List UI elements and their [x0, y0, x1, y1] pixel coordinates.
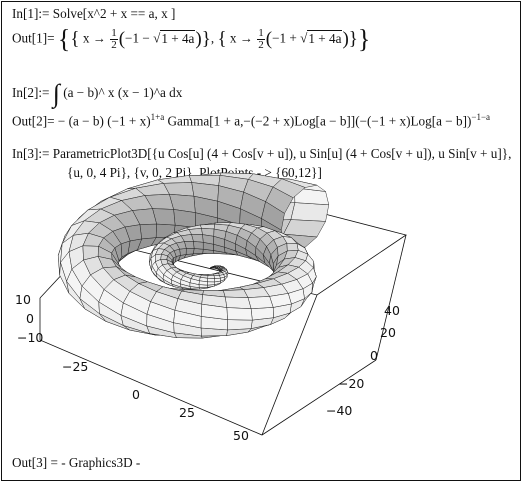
surface-patch	[227, 319, 253, 331]
output-3-text: Out[3] = - Graphics3D -	[12, 455, 141, 470]
z-tick-label: −10	[17, 330, 43, 345]
output-cell-3: Out[3] = - Graphics3D -	[12, 455, 140, 471]
x-tick-label: 25	[179, 405, 195, 420]
surface-patch	[214, 277, 221, 283]
surface-patch	[261, 201, 285, 231]
y-tick-label: 20	[380, 325, 396, 340]
surface-patch	[286, 242, 299, 252]
z-tick-label: 10	[15, 292, 31, 307]
y-tick-label: −40	[326, 403, 352, 418]
notebook-frame	[1, 1, 521, 481]
input-2-expression: (a − b)^ x (x − 1)^a dx	[63, 85, 183, 101]
surface-patch	[200, 303, 228, 320]
surface-patch	[223, 289, 249, 298]
surface-patch	[173, 209, 196, 228]
surface-patch	[185, 248, 195, 255]
surface-patch	[139, 223, 157, 240]
surface-patch	[207, 278, 215, 283]
surface-patch	[198, 280, 208, 286]
output-1-label: Out[1]=	[12, 30, 55, 46]
output-1-brace-close: }	[357, 24, 371, 54]
surface-patch	[226, 307, 253, 321]
input-3-line-1: In[3]:= ParametricPlot3D[{u Cos[u] (4 + …	[12, 146, 512, 161]
y-tick-label: 40	[384, 303, 400, 318]
spiral-surface	[57, 172, 330, 339]
z-tick-label: 0	[26, 311, 34, 326]
integral-sign: ∫	[52, 79, 60, 108]
input-cell-3[interactable]: In[3]:= ParametricPlot3D[{u Cos[u] (4 + …	[12, 146, 511, 162]
x-axis-ticks: −25 0 25 50	[62, 359, 249, 443]
surface-patch	[283, 219, 326, 238]
surface-patch	[207, 281, 215, 286]
y-tick-label: −20	[338, 376, 364, 391]
y-tick-label: 0	[370, 348, 378, 363]
surface-patch	[157, 175, 193, 184]
surface-patch	[224, 296, 252, 309]
sqrt-a: √1 + 4a	[153, 29, 196, 46]
y-axis-ticks: 40 20 0 −20 −40	[326, 303, 400, 418]
input-1-text: In[1]:= Solve[x^2 + x == a, x ]	[12, 6, 176, 21]
x-tick-label: 50	[233, 428, 249, 443]
surface-patch	[209, 266, 213, 269]
surface-patch	[193, 241, 204, 250]
surface-patch	[290, 202, 330, 222]
sqrt-b: √1 + 4a	[300, 29, 343, 46]
x-tick-label: −25	[62, 359, 88, 374]
surface-patch	[250, 307, 274, 321]
input-cell-2[interactable]: In[2]:= ∫ (a − b)^ x (x − 1)^a dx	[12, 79, 183, 108]
surface-patch	[179, 248, 187, 256]
output-1-brace-open: {	[57, 24, 71, 54]
input-cell-1[interactable]: In[1]:= Solve[x^2 + x == a, x ]	[12, 6, 175, 22]
z-axis-ticks: 10 0 −10	[15, 292, 43, 345]
surface-patch	[247, 296, 274, 309]
output-cell-2: Out[2]= − (a − b) (−1 + x)1+a Gamma[1 + …	[12, 112, 491, 129]
x-tick-label: 0	[132, 387, 140, 402]
